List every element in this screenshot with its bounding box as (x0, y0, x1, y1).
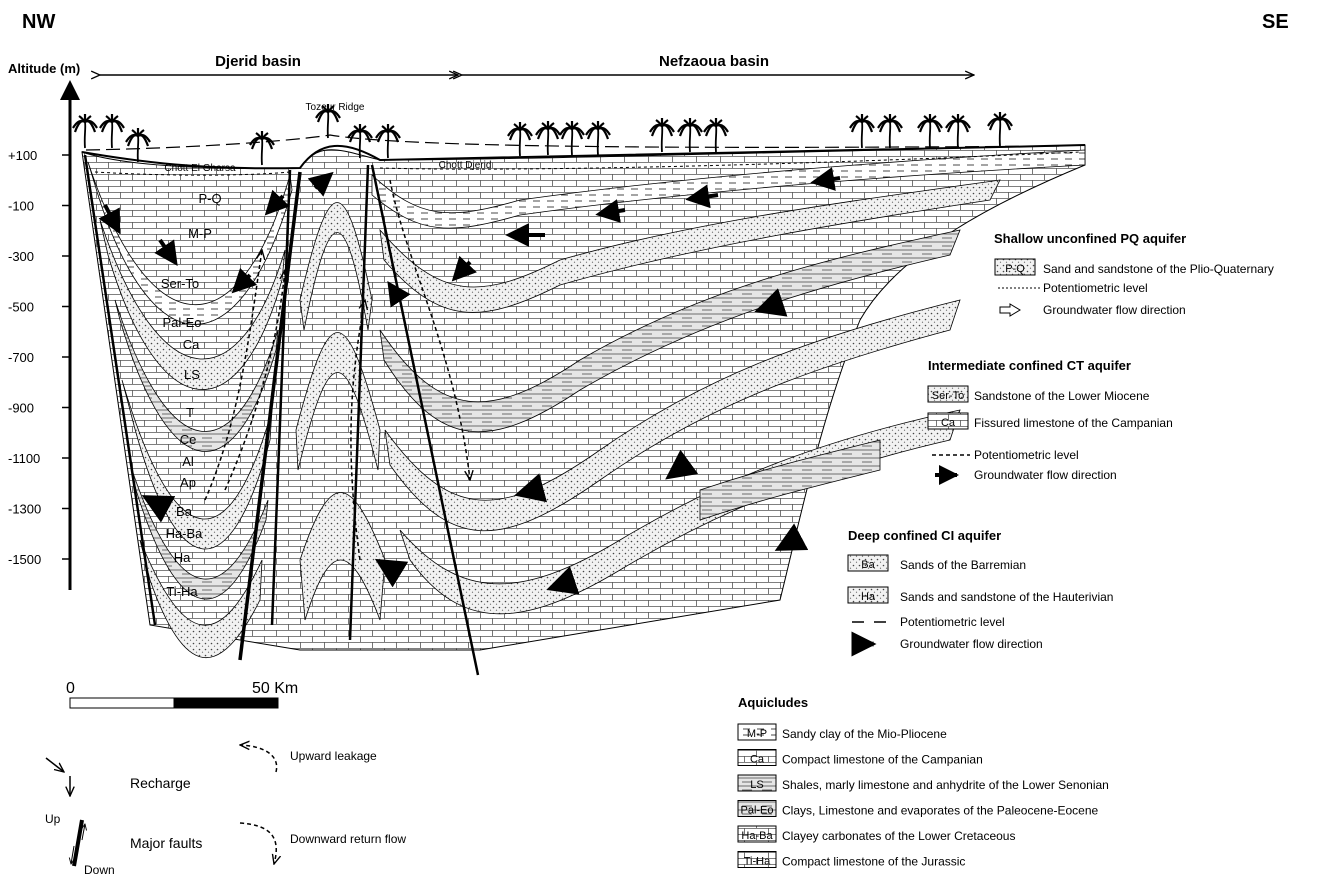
layer-label: Ha-Ba (166, 526, 204, 541)
altitude-tick-label: -500 (8, 300, 34, 315)
legend-item-label: Fissured limestone of the Campanian (974, 416, 1173, 430)
altitude-tick-label: -1100 (8, 451, 40, 466)
altitude-ticks: +100 -100 -300 -500 -700 -900 -1100 -1300 -1500 (8, 148, 70, 567)
legend-item-label: Sandstone of the Lower Miocene (974, 389, 1150, 403)
legend-item-label: Shales, marly limestone and anhydrite of… (782, 778, 1109, 792)
palm-tree-icon (988, 112, 1012, 146)
layer-label: Al (182, 454, 194, 469)
legend-item-label: Sands and sandstone of the Hauterivian (900, 590, 1113, 604)
altitude-tick-label: -1300 (8, 502, 41, 517)
legend-heading: Shallow unconfined PQ aquifer (994, 231, 1186, 246)
legend-item-label: Compact limestone of the Jurassic (782, 855, 965, 869)
palm-tree-icon (850, 114, 874, 148)
layer-label: Ha (174, 550, 191, 565)
layer-label: Ap (180, 475, 196, 490)
downward-return-flow-icon (240, 823, 276, 864)
flow-type-legend: Recharge Up Down Major faults Upward lea… (45, 745, 406, 877)
legend-swatch-code: M-P (747, 728, 767, 740)
palm-tree-icon (586, 121, 610, 155)
hollow-flow-arrow-icon (1000, 304, 1020, 316)
altitude-tick-label: -100 (8, 199, 34, 214)
altitude-tick-label: -700 (8, 350, 34, 365)
layer-label: Ce (180, 432, 197, 447)
legend-swatch-code: Ha-Ba (741, 830, 773, 842)
layer-label: LS (184, 367, 200, 382)
fault-down-label: Down (84, 863, 115, 877)
legend-item-label: Potentiometric level (974, 448, 1079, 462)
palm-tree-icon (508, 122, 532, 156)
legend-swatch-code: Ser-To (932, 390, 964, 402)
legend-item-label: Potentiometric level (900, 615, 1005, 629)
legend-swatch-code: P-Q (1005, 263, 1025, 275)
palm-tree-icon (946, 114, 970, 148)
layer-label: Pal-Eo (162, 315, 201, 330)
layer-label: Ti-Ha (166, 584, 198, 599)
altitude-tick-label: -1500 (8, 552, 41, 567)
legend-heading: Intermediate confined CT aquifer (928, 358, 1131, 373)
layer-label: T (186, 405, 194, 420)
tozeur-ridge-label: Tozeur Ridge (306, 102, 365, 113)
nefzaoua-basin-label: Nefzaoua basin (659, 53, 769, 70)
legend-item-label: Sand and sandstone of the Plio-Quaternar… (1043, 262, 1274, 276)
layer-label: Ba (176, 504, 193, 519)
chott-djerid-label: Chott Djerid (439, 160, 492, 171)
legend-item-label: Sands of the Barremian (900, 558, 1026, 572)
altitude-tick-label: -900 (8, 401, 34, 416)
palm-tree-icon (126, 128, 150, 162)
layer-label: M-P (188, 226, 212, 241)
legend-item-label: Groundwater flow direction (900, 637, 1043, 651)
upward-leakage-icon (240, 745, 277, 772)
palm-tree-icon (878, 114, 902, 148)
legend-swatch-code: Ba (861, 559, 875, 571)
legend-swatch-code: Ti-Ha (744, 856, 771, 868)
legend-item-label: Compact limestone of the Campanian (782, 753, 983, 767)
altitude-axis-arrowhead (60, 80, 80, 100)
recharge-arrow-icon (46, 758, 64, 772)
scale-bar-start: 0 (66, 680, 75, 697)
layer-label: Ca (183, 337, 200, 352)
legend-item-label: Groundwater flow direction (974, 468, 1117, 482)
direction-nw: NW (22, 11, 55, 33)
fault-up-label: Up (45, 812, 61, 826)
palm-tree-icon (73, 114, 97, 148)
major-fault-icon (74, 820, 82, 866)
legend-swatch-code: Ca (750, 754, 765, 766)
layer-label: P-Q (198, 191, 221, 206)
layer-label: Ser-To (161, 276, 199, 291)
palm-tree-icon (250, 131, 274, 165)
legend-item-label: Potentiometric level (1043, 281, 1148, 295)
legend-item-label: Groundwater flow direction (1043, 303, 1186, 317)
palm-tree-icon (536, 121, 560, 155)
chott-el-gharsa-label: Chott El Gharsa (164, 163, 236, 174)
legend-heading: Aquicludes (738, 695, 808, 710)
djerid-basin-label: Djerid basin (215, 53, 301, 70)
altitude-tick-label: +100 (8, 148, 37, 163)
legend-item-label: Sandy clay of the Mio-Pliocene (782, 727, 947, 741)
legend-swatch-code: Pal-Eo (740, 805, 773, 817)
legend-item-label: Clayey carbonates of the Lower Cretaceou… (782, 829, 1015, 843)
recharge-label: Recharge (130, 775, 191, 791)
altitude-tick-label: -300 (8, 249, 34, 264)
legend-heading: Deep confined CI aquifer (848, 528, 1001, 543)
palm-tree-icon (918, 114, 942, 148)
legend-swatch-code: LS (750, 779, 763, 791)
upward-leakage-label: Upward leakage (290, 749, 377, 763)
downward-return-flow-label: Downward return flow (290, 832, 406, 846)
legend-item-label: Clays, Limestone and evaporates of the P… (782, 804, 1099, 818)
major-faults-label: Major faults (130, 835, 202, 851)
scale-bar: 0 50 Km (66, 680, 298, 708)
palm-tree-icon (100, 114, 124, 148)
palm-tree-icon (560, 121, 584, 155)
scale-bar-end: 50 Km (252, 680, 298, 697)
direction-se: SE (1262, 11, 1289, 33)
altitude-axis-label: Altitude (m) (8, 61, 80, 76)
legend-swatch-code: Ca (941, 417, 956, 429)
legend-swatch-code: Ha (861, 591, 876, 603)
